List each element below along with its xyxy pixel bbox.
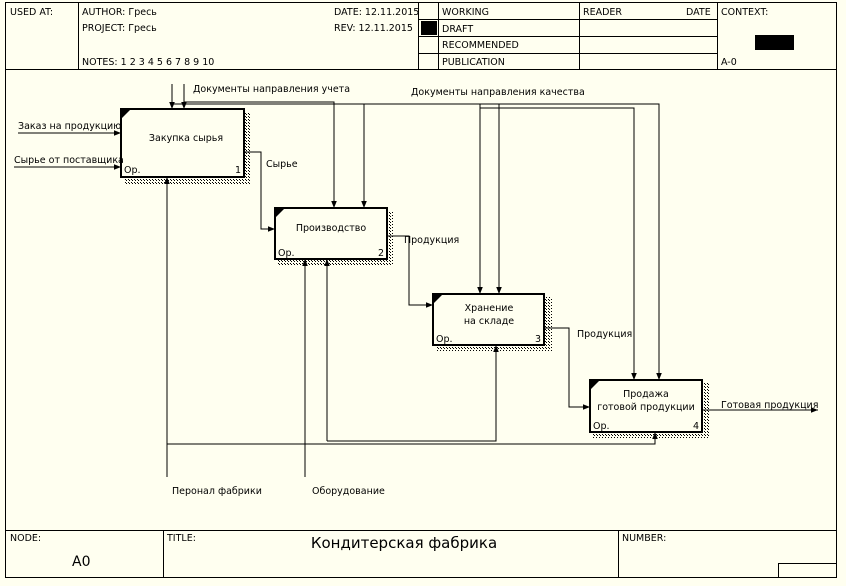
status-working: WORKING — [442, 7, 489, 18]
rev-text: REV: 12.11.2015 — [334, 23, 413, 34]
author-text: AUTHOR: Гресь — [82, 7, 157, 18]
arrow-personnel-to-box4[interactable] — [167, 432, 658, 445]
label-raw: Сырье — [266, 159, 298, 170]
box-op: Op. — [593, 421, 610, 432]
arrow-docs-quality-to-box3-b[interactable] — [480, 103, 502, 294]
box-corner-tick — [122, 110, 130, 118]
arrow-docs-quality-to-box3[interactable] — [340, 103, 483, 294]
draft-status-marker — [421, 21, 437, 35]
box-number: 2 — [378, 248, 384, 259]
label-finished: Готовая продукция — [721, 400, 818, 411]
box-number: 1 — [235, 165, 241, 176]
box-body — [432, 293, 545, 346]
reader-date-label: DATE — [686, 7, 711, 18]
label-equipment: Оборудование — [312, 486, 385, 497]
box-number: 4 — [693, 421, 699, 432]
label-order: Заказ на продукцию — [18, 121, 121, 132]
box-op: Op. — [124, 165, 141, 176]
node-value: A0 — [72, 554, 90, 570]
box-title-line-2: на складе — [464, 316, 514, 327]
notes-text: NOTES: 1 2 3 4 5 6 7 8 9 10 — [82, 57, 214, 68]
label-docs-accounting: Документы направления учета — [193, 84, 350, 95]
context-diagram-marker — [755, 35, 794, 50]
box-title-line-2: готовой продукции — [597, 402, 695, 413]
footer-frame — [5, 530, 837, 578]
arrow-docs-to-box4-b[interactable] — [480, 107, 637, 380]
status-recommended: RECOMMENDED — [442, 40, 519, 51]
context-node: A-0 — [721, 57, 737, 68]
label-docs-quality: Документы направления качества — [411, 87, 585, 98]
diagram-title: Кондитерская фабрика — [311, 534, 497, 552]
label-product-2: Продукция — [577, 329, 632, 340]
activity-box-4[interactable]: Продажа готовой продукции Op. 4 — [589, 379, 709, 438]
arrow-raw[interactable] — [244, 151, 275, 232]
box-body — [120, 108, 245, 178]
reader-label: READER — [583, 7, 622, 18]
arrow-equipment-to-box3[interactable] — [327, 345, 499, 442]
number-label: NUMBER: — [622, 533, 666, 544]
status-publication: PUBLICATION — [442, 57, 505, 68]
box-op: Op. — [436, 334, 453, 345]
arrow-docs-accounting-branch[interactable] — [184, 101, 337, 208]
status-draft: DRAFT — [442, 24, 473, 35]
arrow-product-1[interactable] — [387, 235, 433, 308]
title-label: TITLE: — [166, 533, 196, 544]
activity-box-1[interactable]: Закупка сырья Op. 1 — [120, 108, 250, 184]
box-number: 3 — [535, 334, 541, 345]
box-title-line-1: Хранение — [465, 303, 514, 314]
box-corner-tick — [276, 209, 284, 217]
box-title: Производство — [296, 223, 367, 234]
label-product-1: Продукция — [404, 235, 459, 246]
box-title: Закупка сырья — [149, 133, 223, 144]
activity-box-2[interactable]: Производство Op. 2 — [274, 207, 393, 265]
box-corner-tick — [434, 295, 442, 303]
arrow-docs-quality-to-box4[interactable] — [499, 103, 662, 380]
box-title-line-1: Продажа — [623, 389, 669, 400]
node-label: NODE: — [10, 533, 41, 544]
used-at-label: USED AT: — [10, 7, 53, 18]
box-body — [274, 207, 388, 260]
box-body — [589, 379, 703, 433]
label-raw-supplier: Сырье от поставщика — [14, 155, 124, 166]
arrow-product-2[interactable] — [544, 327, 590, 410]
box-corner-tick — [591, 381, 599, 389]
activity-box-3[interactable]: Хранение на складе Op. 3 — [432, 293, 552, 351]
date-text: DATE: 12.11.2015 — [334, 7, 419, 18]
label-personnel: Перонал фабрики — [172, 486, 262, 497]
project-text: PROJECT: Гресь — [82, 23, 157, 34]
context-label: CONTEXT: — [721, 7, 768, 18]
box-op: Op. — [278, 248, 295, 259]
